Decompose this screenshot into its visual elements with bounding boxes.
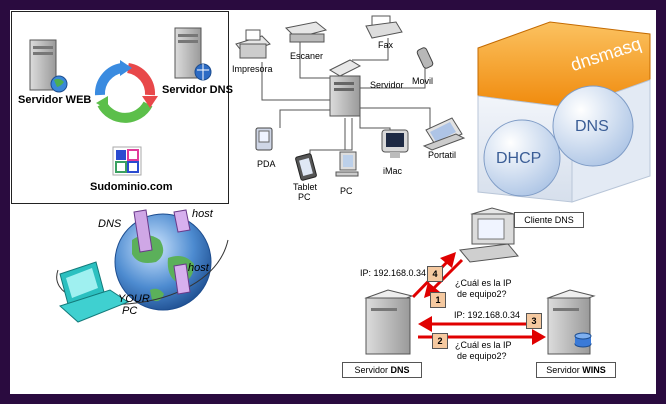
- server-dns-icon: [174, 27, 212, 81]
- tablet-label-line1: Tablet: [293, 182, 318, 192]
- client-dns-label: Cliente DNS: [514, 212, 584, 228]
- mobile-label: Movil: [412, 76, 434, 86]
- tablet-pc-icon: [295, 153, 317, 181]
- question1-line2: de equipo2?: [457, 289, 507, 299]
- printer-icon: [235, 29, 271, 59]
- dns-server-label: Servidor DNS: [342, 362, 422, 378]
- pc-icon: [335, 151, 359, 177]
- wins-server-icon: [546, 289, 596, 355]
- cycle-arrows-icon: [95, 60, 158, 123]
- question2-line2: de equipo2?: [457, 351, 507, 361]
- dhcp-bubble-label: DHCP: [496, 150, 542, 167]
- dns-bubble-label: DNS: [575, 118, 609, 135]
- your-pc-icon: [59, 261, 130, 323]
- main-server-icon: [328, 59, 362, 117]
- wins-server-label-prefix: Servidor: [546, 365, 583, 375]
- scanner-label: Escaner: [290, 51, 324, 61]
- ip-label-mid: IP: 192.168.0.34: [454, 310, 521, 320]
- step-4-badge: 4: [427, 266, 443, 282]
- dns-server-label-prefix: Servidor: [354, 365, 391, 375]
- question2-line1: ¿Cuál es la IP: [455, 340, 512, 350]
- fax-icon: [365, 15, 403, 39]
- globe-host2-label: host: [188, 262, 209, 274]
- pda-icon: [255, 127, 273, 151]
- ip-label-top: IP: 192.168.0.34: [360, 268, 427, 278]
- tablet-label-line2: PC: [298, 192, 311, 202]
- your-pc-label-line2: PC: [122, 305, 138, 317]
- server-web-label: Servidor WEB: [18, 94, 92, 106]
- globe-host1-label: host: [192, 208, 213, 220]
- fax-label: Fax: [378, 40, 394, 50]
- printer-label: Impresora: [232, 64, 273, 74]
- client-dns-icon: [459, 207, 519, 263]
- dnsmasq-box: [477, 21, 651, 203]
- your-pc-label-line1: YOUR: [118, 293, 150, 305]
- server-label: Servidor: [370, 80, 404, 90]
- pda-label: PDA: [257, 159, 276, 169]
- dns-server-icon: [364, 289, 414, 355]
- globe-panel: [56, 209, 229, 311]
- imac-icon: [381, 129, 409, 158]
- imac-label: iMac: [383, 166, 403, 176]
- server-dns-label: Servidor DNS: [162, 84, 233, 96]
- network-cables: [261, 32, 431, 155]
- laptop-label: Portatil: [428, 150, 457, 160]
- server-web-icon: [29, 39, 68, 93]
- globe-dns-label: DNS: [98, 218, 122, 230]
- scanner-icon: [284, 21, 328, 43]
- wins-server-label: Servidor WINS: [536, 362, 616, 378]
- step-2-badge: 2: [432, 333, 448, 349]
- laptop-icon: [422, 117, 466, 151]
- step-1-badge: 1: [430, 292, 446, 308]
- dns-server-label-bold: DNS: [390, 365, 410, 375]
- domain-logo-icon: [112, 146, 142, 176]
- question1-line1: ¿Cuál es la IP: [455, 278, 512, 288]
- domain-label: Sudominio.com: [90, 181, 173, 193]
- mobile-icon: [416, 47, 434, 69]
- step-3-badge: 3: [526, 313, 542, 329]
- wins-server-label-bold: WINS: [582, 365, 606, 375]
- pc-label: PC: [340, 186, 353, 196]
